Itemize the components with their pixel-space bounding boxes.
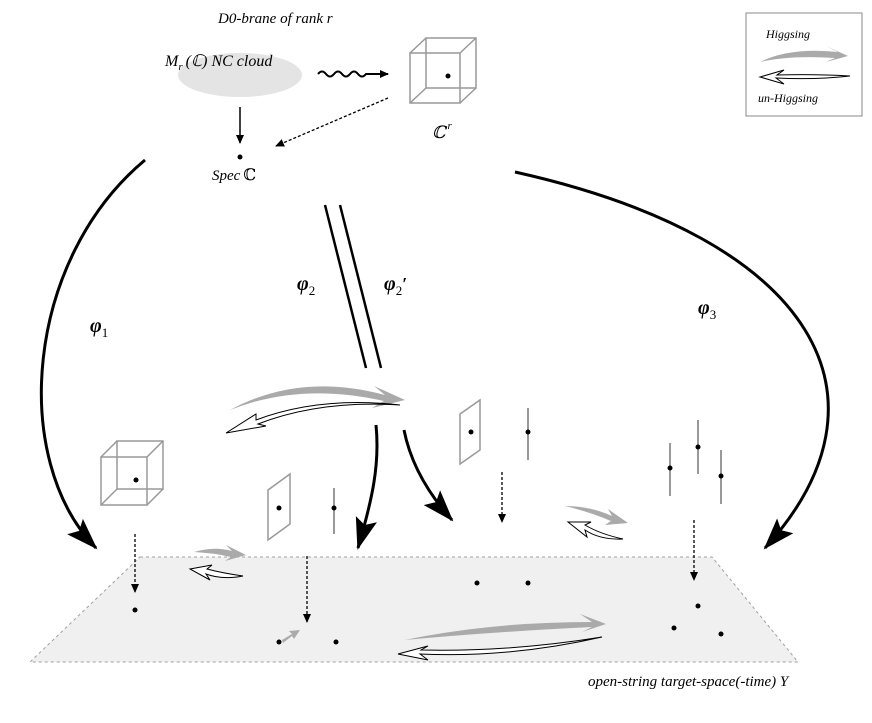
higgsing-arrow-bottom <box>405 614 606 640</box>
wavy-arrow <box>317 70 389 78</box>
title-label: D0-brane of rank r <box>217 11 333 27</box>
spec-c: ℂ <box>243 165 256 184</box>
phi2-double-line-right <box>338 204 383 369</box>
unhiggsing-arrow-small-left <box>188 564 244 581</box>
plane-point-2 <box>276 639 282 645</box>
phi2-prime-down-arrow <box>402 429 454 522</box>
phi2-subscript: 2 <box>309 283 316 298</box>
plane-icon-mid-left <box>267 472 291 542</box>
phi3-subscript: 3 <box>710 307 717 322</box>
nc-cloud <box>178 53 302 97</box>
cr-superscript: r <box>448 120 453 132</box>
unhiggsing-arrow-bottom <box>397 636 603 661</box>
phi3-label: φ3 <box>698 297 716 322</box>
phi3-map-arrow <box>514 170 830 550</box>
unhiggsing-arrow-top <box>225 402 401 434</box>
spec-point <box>237 154 243 160</box>
left-cube-point <box>133 477 139 483</box>
line-point-right-1 <box>667 465 673 471</box>
legend-unhiggsing-label: un-Higgsing <box>758 91 818 105</box>
plane-point-7 <box>671 625 677 631</box>
cube-icon-left <box>100 440 164 506</box>
cr-base: ℂ <box>432 123 448 143</box>
phi2-double-line-left <box>323 204 368 369</box>
target-space-label: open-string target-space(-time) Y <box>588 674 790 690</box>
line-point-right-3 <box>718 473 724 479</box>
plane-point-8 <box>718 631 724 637</box>
phi3-symbol: φ <box>698 297 710 319</box>
line-point-mid-left <box>331 505 337 511</box>
legend-unhiggsing-arrow <box>758 69 851 85</box>
plane-point-mid-right <box>468 429 474 435</box>
cube-point <box>445 73 451 79</box>
higgsing-arrow-small-right <box>565 506 628 525</box>
legend-box <box>745 12 863 117</box>
plane-point-6 <box>695 603 701 609</box>
plane-point-4 <box>474 580 480 586</box>
line-point-right-2 <box>695 444 701 450</box>
unhiggsing-arrow-small-right <box>566 521 624 540</box>
plane-point-mid-left <box>276 505 282 511</box>
phi1-map-arrow <box>39 158 146 550</box>
plane-point-5 <box>525 580 531 586</box>
small-higgsing-arrow <box>282 630 300 643</box>
phi1-subscript: 1 <box>102 325 109 340</box>
phi2-label: φ2 <box>297 273 315 298</box>
phi2p-subscript: 2 <box>396 283 403 298</box>
plane-icon-mid-right <box>459 398 481 466</box>
line-point-mid-right <box>525 429 531 435</box>
target-space-plane <box>28 556 800 663</box>
legend-higgsing-label: Higgsing <box>765 27 810 41</box>
phi2-symbol: φ <box>297 273 309 295</box>
phi2-prime-label: φ2′ <box>384 273 407 298</box>
phi2-down-arrow <box>355 424 379 550</box>
plane-point-1 <box>132 607 138 613</box>
phi1-symbol: φ <box>90 315 102 337</box>
phi2p-symbol: φ <box>384 273 396 295</box>
matrix-label-m: M <box>164 53 180 70</box>
plane-point-3 <box>333 639 339 645</box>
matrix-label: Mr(ℂ) NC cloud <box>164 53 273 73</box>
cube-to-spec-arrow <box>275 97 389 147</box>
matrix-label-subscript: r <box>178 61 183 73</box>
higgsing-arrow-top <box>230 386 405 410</box>
legend-higgsing-arrow <box>760 46 848 62</box>
matrix-label-rest: (ℂ) NC cloud <box>186 53 274 70</box>
spec-text: Spec <box>212 168 241 184</box>
phi1-label: φ1 <box>90 315 108 340</box>
cube-icon-cr <box>409 37 477 104</box>
higgsing-arrow-small-left <box>194 545 246 561</box>
phi2p-prime: ′ <box>402 274 407 294</box>
